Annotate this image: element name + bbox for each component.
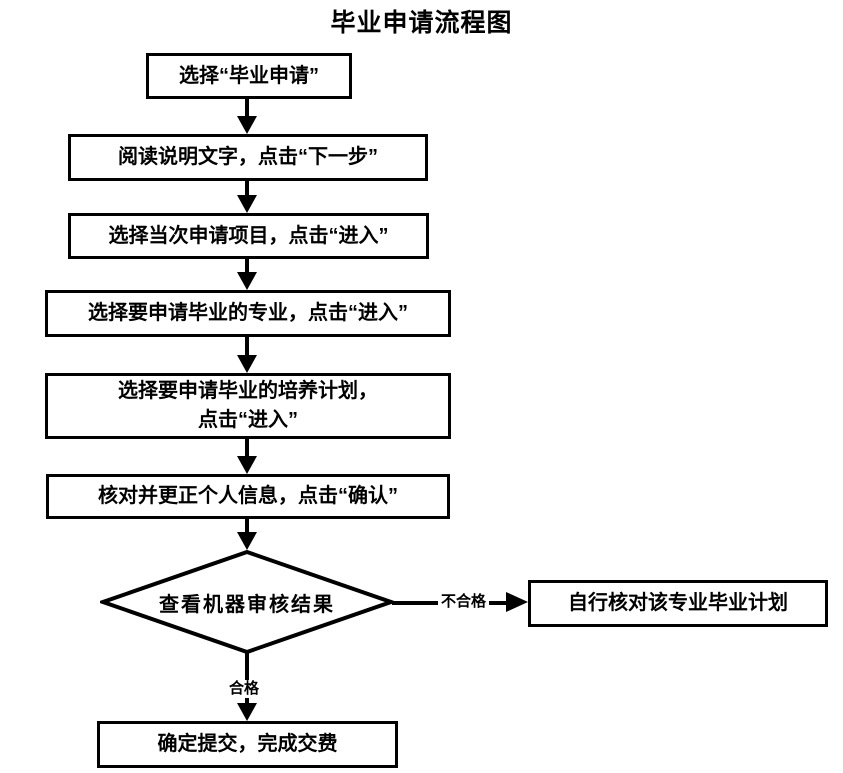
connector-line (245, 519, 249, 534)
connector-line (245, 337, 249, 357)
edge-label-pass: 合格 (226, 680, 263, 698)
arrow-down-icon (237, 456, 257, 474)
decision-label: 查看机器审核结果 (159, 593, 335, 616)
flow-node-verify-personal-info: 核对并更正个人信息，点击“确认” (46, 474, 450, 519)
edge-label-fail: 不合格 (438, 593, 490, 611)
arrow-down-icon (237, 272, 257, 290)
arrow-down-icon (237, 116, 257, 134)
flow-node-check-review-result: 查看机器审核结果 (100, 549, 394, 655)
connector-line (245, 439, 249, 458)
flow-node-select-major: 选择要申请毕业的专业，点击“进入” (45, 290, 451, 337)
arrow-right-icon (506, 592, 528, 612)
flow-node-submit-and-pay: 确定提交，完成交费 (97, 721, 398, 768)
connector-line (245, 99, 249, 118)
arrow-down-icon (237, 532, 257, 550)
diamond-shape-icon (100, 549, 394, 655)
arrow-down-icon (237, 355, 257, 373)
flow-node-select-graduation-apply: 选择“毕业申请” (146, 53, 352, 99)
flow-node-select-training-plan: 选择要申请毕业的培养计划， 点击“进入” (45, 373, 451, 439)
arrow-down-icon (237, 703, 257, 721)
flow-node-select-project: 选择当次申请项目，点击“进入” (68, 213, 429, 259)
connector-line (245, 181, 249, 197)
connector-line (245, 653, 249, 703)
flow-node-self-check-plan: 自行核对该专业毕业计划 (528, 580, 828, 627)
flow-node-read-instructions: 阅读说明文字，点击“下一步” (68, 134, 428, 181)
connector-line (245, 259, 249, 274)
arrow-down-icon (237, 195, 257, 213)
page-title: 毕业申请流程图 (330, 9, 513, 37)
